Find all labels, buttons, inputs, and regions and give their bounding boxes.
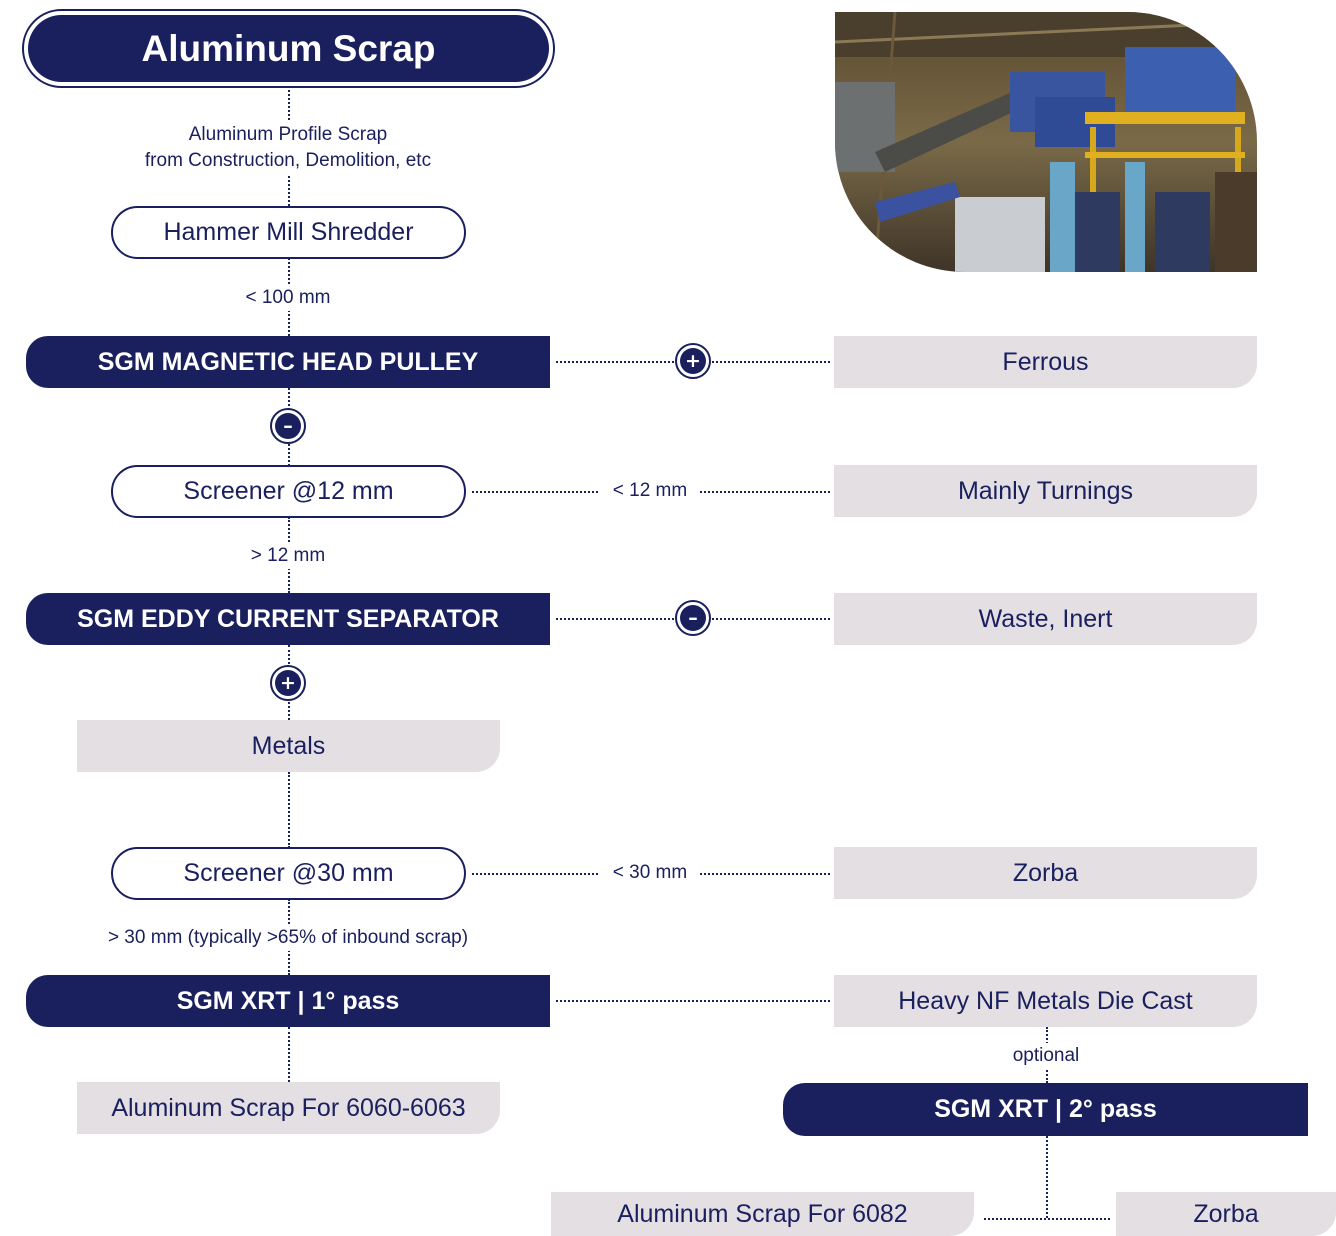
label-gt-30mm: > 30 mm (typically >65% of inbound scrap… (88, 925, 488, 951)
heavy-nf-metals-output: Heavy NF Metals Die Cast (834, 975, 1257, 1027)
metals-node: Metals (77, 720, 500, 772)
connector-xrt1-to-heavy (556, 1000, 830, 1002)
input-description-line2: from Construction, Demolition, etc (144, 150, 432, 171)
page-title: Aluminum Scrap (28, 15, 549, 82)
turnings-output: Mainly Turnings (834, 465, 1257, 517)
zorba-output-2: Zorba (1116, 1192, 1336, 1236)
aluminum-6082-output: Aluminum Scrap For 6082 (551, 1192, 974, 1236)
minus-icon: – (680, 605, 706, 631)
connector-xrt2-to-outputs (984, 1218, 1110, 1220)
label-lt-100mm: < 100 mm (228, 285, 348, 311)
label-gt-12mm: > 12 mm (238, 543, 338, 569)
screener-30mm-node: Screener @30 mm (111, 847, 466, 900)
connector-metals-to-screener30 (288, 772, 290, 848)
plant-photo (835, 12, 1257, 272)
minus-sign-after-magnetic: – (270, 408, 306, 444)
input-description-line1: Aluminum Profile Scrap (188, 124, 388, 145)
xrt-second-pass-node: SGM XRT | 2° pass (783, 1083, 1308, 1136)
input-description: Aluminum Profile Scrap from Construction… (118, 122, 458, 174)
zorba-output-1: Zorba (834, 847, 1257, 899)
plus-icon: + (680, 348, 706, 374)
connector-xrt2-down (1046, 1136, 1048, 1218)
label-optional: optional (996, 1043, 1096, 1069)
ferrous-output: Ferrous (834, 336, 1257, 388)
plus-icon: + (275, 670, 301, 696)
screener-12mm-node: Screener @12 mm (111, 465, 466, 518)
aluminum-6060-output: Aluminum Scrap For 6060-6063 (77, 1082, 500, 1134)
title-pill: Aluminum Scrap (22, 9, 555, 88)
magnetic-head-pulley-node: SGM MAGNETIC HEAD PULLEY (26, 336, 550, 388)
connector-title-to-label (288, 90, 290, 120)
minus-sign-waste: – (675, 600, 711, 636)
label-lt-30mm: < 30 mm (600, 860, 700, 886)
label-lt-12mm: < 12 mm (600, 478, 700, 504)
plus-sign-ferrous: + (675, 343, 711, 379)
xrt-first-pass-node: SGM XRT | 1° pass (26, 975, 550, 1027)
minus-icon: – (275, 413, 301, 439)
plus-sign-metals: + (270, 665, 306, 701)
hammer-mill-node: Hammer Mill Shredder (111, 206, 466, 259)
waste-inert-output: Waste, Inert (834, 593, 1257, 645)
eddy-current-separator-node: SGM EDDY CURRENT SEPARATOR (26, 593, 550, 645)
connector-label-to-hammer (288, 176, 290, 206)
connector-xrt1-to-alu6060 (288, 1027, 290, 1082)
